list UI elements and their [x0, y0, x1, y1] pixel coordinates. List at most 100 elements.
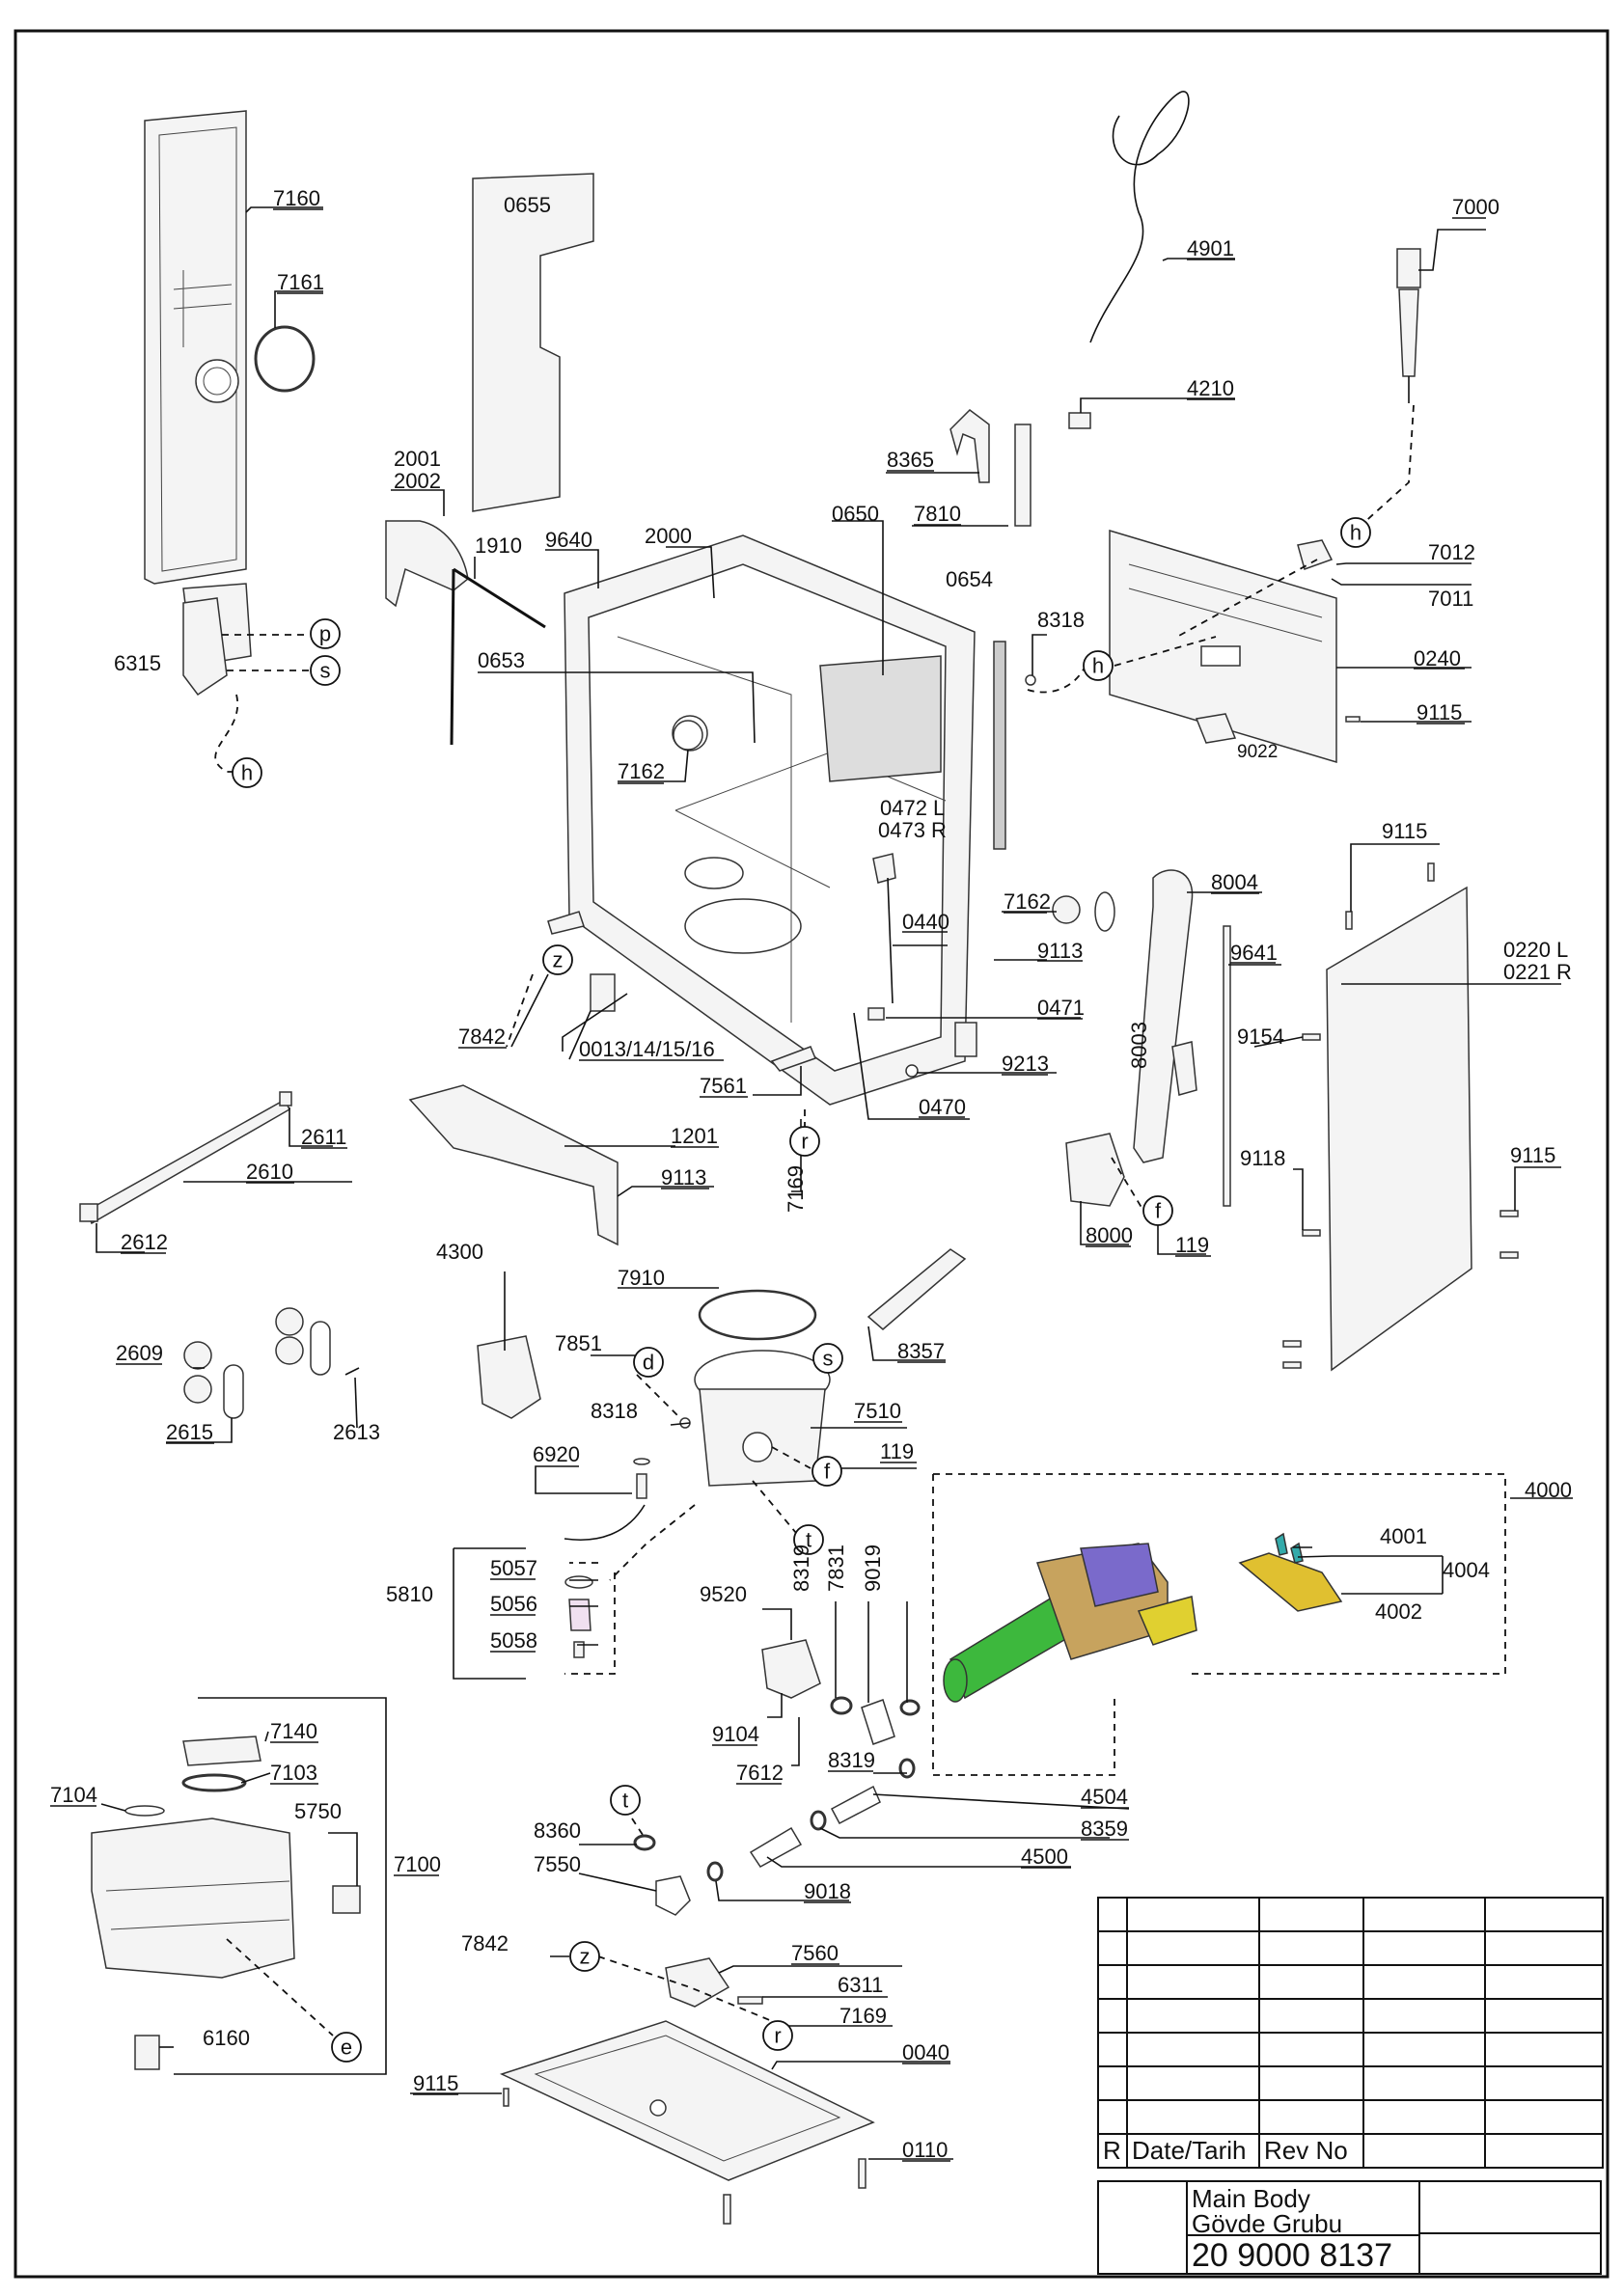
- svg-text:p: p: [319, 622, 331, 646]
- callout-7842b: 7842: [461, 1931, 509, 1955]
- part-cap-2611: [279, 1091, 292, 1107]
- callout-1910: 1910: [475, 533, 522, 558]
- callout-2002: 2002: [394, 469, 441, 493]
- connector-r1: r: [789, 1126, 820, 1157]
- part-clamp-8359: [810, 1810, 827, 1831]
- revision-row: [1097, 1998, 1604, 2034]
- callout-1201: 1201: [671, 1124, 718, 1148]
- callout-0473: 0473 R: [878, 818, 947, 842]
- svg-text:z: z: [580, 1945, 591, 1969]
- callout-2613: 2613: [333, 1420, 380, 1444]
- callout-6311: 6311: [838, 1973, 883, 1997]
- callout-6160: 6160: [203, 2026, 250, 2050]
- callout-4001: 4001: [1380, 1524, 1427, 1548]
- callout-8318b: 8318: [591, 1399, 638, 1423]
- part-bracket-7560: [665, 1957, 730, 2008]
- callout-7612: 7612: [736, 1761, 784, 1785]
- callout-9113a: 9113: [1037, 939, 1083, 963]
- callout-0110: 0110: [902, 2138, 948, 2162]
- callout-8004: 8004: [1211, 870, 1258, 894]
- connector-d: d: [633, 1347, 664, 1378]
- callout-2000: 2000: [645, 524, 692, 548]
- callout-7810: 7810: [914, 502, 961, 526]
- part-hose-8357: [867, 1248, 967, 1330]
- callout-0220: 0220 L: [1503, 938, 1568, 962]
- callout-8359: 8359: [1081, 1817, 1128, 1841]
- callout-7140: 7140: [270, 1719, 317, 1743]
- part-clamp-8360: [633, 1834, 656, 1851]
- callout-7169b: 7169: [839, 2004, 887, 2028]
- callout-7510: 7510: [854, 1399, 901, 1423]
- part-strip-9641: [1223, 925, 1231, 1207]
- callout-4500: 4500: [1021, 1845, 1068, 1869]
- callout-9113b: 9113: [661, 1165, 706, 1189]
- callout-0654: 0654: [946, 567, 993, 591]
- callout-7160: 7160: [273, 186, 320, 210]
- svg-text:s: s: [823, 1347, 834, 1371]
- part-side-panel-7160: [144, 110, 252, 667]
- sheet-border: [14, 29, 1609, 2279]
- callout-7842a: 7842: [458, 1025, 506, 1049]
- connector-e: e: [331, 2032, 362, 2063]
- part-hinge-6315: [182, 597, 228, 697]
- svg-text:r: r: [774, 2024, 781, 2048]
- callout-0013: 0013/14/15/16: [579, 1037, 715, 1061]
- callout-9115b: 9115: [1382, 819, 1427, 843]
- part-frame-0240: [1109, 529, 1337, 764]
- part-clamp-8319a: [830, 1696, 853, 1715]
- callout-7000: 7000: [1452, 195, 1499, 219]
- callout-4004: 4004: [1443, 1558, 1490, 1582]
- svg-text:f: f: [824, 1460, 831, 1484]
- part-motor-4300: [477, 1335, 541, 1419]
- part-clamp-8318a: [1025, 674, 1036, 686]
- part-spray-arm-8004: [1133, 869, 1194, 1163]
- part-bracket-4002: [1238, 1532, 1343, 1612]
- callout-4000: 4000: [1525, 1478, 1572, 1502]
- callout-9018: 9018: [804, 1879, 851, 1903]
- svg-text:h: h: [241, 761, 253, 785]
- part-plug-0470: [905, 1064, 919, 1078]
- callout-0240: 0240: [1414, 646, 1461, 670]
- callout-5058: 5058: [490, 1628, 537, 1653]
- connector-h3: h: [1083, 650, 1114, 681]
- callout-8003: 8003: [1127, 1022, 1151, 1069]
- callout-0653: 0653: [478, 648, 525, 672]
- callout-6920: 6920: [533, 1442, 580, 1466]
- callout-2611: 2611: [301, 1125, 346, 1149]
- svg-text:t: t: [806, 1528, 812, 1552]
- revision-row: [1097, 2065, 1604, 2101]
- svg-text:f: f: [1155, 1199, 1162, 1223]
- revision-row: [1097, 1897, 1604, 1932]
- callout-7910: 7910: [618, 1266, 665, 1290]
- part-cluster-2609: [183, 1307, 360, 1419]
- callout-9118: 9118: [1240, 1146, 1285, 1170]
- callout-5750: 5750: [294, 1799, 342, 1823]
- part-feet-0013: [590, 973, 616, 1012]
- callout-0655: 0655: [504, 193, 551, 217]
- part-clamp-8319b: [898, 1758, 916, 1779]
- svg-text:h: h: [1092, 654, 1104, 678]
- callout-7103: 7103: [270, 1761, 317, 1785]
- callout-7011: 7011: [1428, 587, 1473, 611]
- callout-9022: 9022: [1237, 742, 1278, 762]
- callout-5057: 5057: [490, 1556, 537, 1580]
- connector-r2: r: [762, 2020, 793, 2051]
- callout-7162b: 7162: [1004, 889, 1051, 914]
- callout-7851: 7851: [555, 1331, 602, 1355]
- callout-underlines: [50, 208, 1486, 2162]
- part-side-panel-0220: [1326, 886, 1472, 1372]
- part-hose-4500: [749, 1826, 803, 1868]
- callout-9115d: 9115: [413, 2071, 458, 2095]
- part-feet-0013b: [954, 1022, 977, 1057]
- revision-row: [1097, 1930, 1604, 1966]
- callout-119b: 119: [880, 1439, 914, 1463]
- part-pump-8000: [1065, 1133, 1125, 1207]
- callout-4210: 4210: [1187, 376, 1234, 400]
- callout-9213: 9213: [1002, 1052, 1049, 1076]
- part-clip-9022: [1195, 713, 1237, 744]
- part-screw-extra: [723, 2194, 731, 2225]
- part-cable-0440: [887, 877, 894, 1004]
- drawing-code: 20 9000 8137: [1186, 2234, 1420, 2275]
- callout-9520: 9520: [700, 1582, 747, 1606]
